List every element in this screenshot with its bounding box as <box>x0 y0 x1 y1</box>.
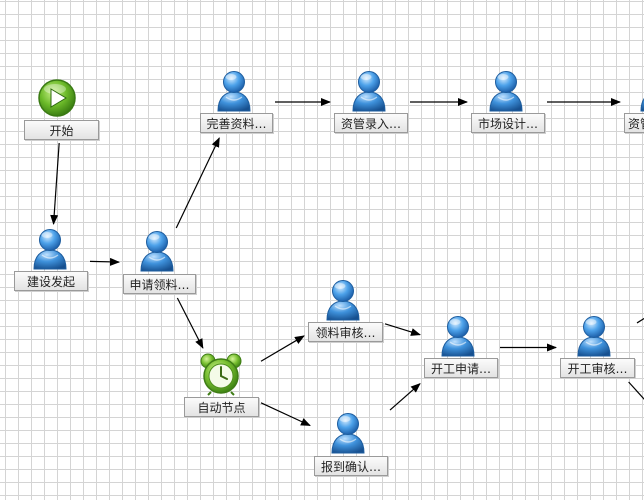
edge-apply-to-auto_node[interactable] <box>176 297 204 349</box>
edge-report_confirm-to-work_apply[interactable] <box>389 382 421 411</box>
user-icon <box>31 228 69 270</box>
node-label: 领料审核… <box>308 322 383 342</box>
node-label: 资管 <box>624 113 644 133</box>
node-label: 完善资料… <box>200 113 273 133</box>
alarm-clock-icon <box>199 352 243 396</box>
node-initiate[interactable]: 建设发起 <box>14 228 88 293</box>
edge-auto_node-to-material_review[interactable] <box>260 335 305 362</box>
user-icon <box>329 412 367 454</box>
node-work-review[interactable]: 开工审核… <box>560 315 635 380</box>
user-icon <box>439 315 477 357</box>
node-asset-partial[interactable]: 资管 <box>624 70 644 134</box>
node-start[interactable]: 开始 <box>24 78 99 141</box>
edge-offscreen-1[interactable] <box>636 290 644 324</box>
node-label: 市场设计… <box>471 113 545 133</box>
node-label: 开工审核… <box>560 358 635 378</box>
edge-start-to-initiate[interactable] <box>50 142 60 225</box>
node-label: 建设发起 <box>14 271 88 291</box>
user-icon <box>575 315 613 357</box>
edge-auto_node-to-report_confirm[interactable] <box>260 402 311 427</box>
user-icon <box>350 70 388 112</box>
node-work-apply[interactable]: 开工申请… <box>424 315 498 380</box>
node-label: 报到确认… <box>314 456 388 476</box>
node-label: 申请领料… <box>123 274 196 294</box>
edge-apply-to-complete_info[interactable] <box>175 137 220 229</box>
node-label: 开工申请… <box>424 358 498 378</box>
node-label: 开始 <box>24 120 99 140</box>
node-auto[interactable]: 自动节点 <box>184 352 259 417</box>
node-label: 资管录入… <box>334 113 408 133</box>
node-label: 自动节点 <box>184 397 259 417</box>
user-icon <box>138 230 176 272</box>
node-complete-info[interactable]: 完善资料… <box>200 70 273 134</box>
node-apply[interactable]: 申请领料… <box>123 230 196 296</box>
node-asset-entry[interactable]: 资管录入… <box>334 70 408 134</box>
user-icon <box>215 70 253 112</box>
edge-material_review-to-work_apply[interactable] <box>384 323 421 336</box>
node-material-review[interactable]: 领料审核… <box>308 279 383 344</box>
edge-offscreen-2[interactable] <box>628 381 644 450</box>
user-icon <box>638 70 644 112</box>
start-play-icon <box>36 78 78 118</box>
edge-initiate-to-apply[interactable] <box>89 257 120 266</box>
user-icon <box>487 70 525 112</box>
node-market-design[interactable]: 市场设计… <box>471 70 545 134</box>
user-icon <box>324 279 362 321</box>
node-report-confirm[interactable]: 报到确认… <box>314 412 388 477</box>
